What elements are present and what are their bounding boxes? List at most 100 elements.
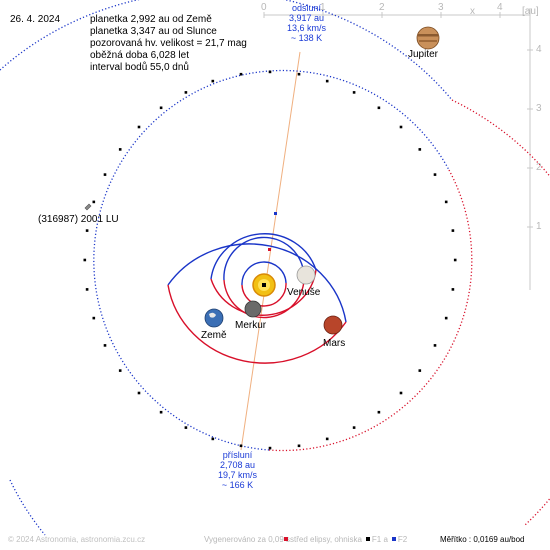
y-tick-label: 2 — [536, 162, 542, 173]
orbit-point — [418, 148, 422, 151]
orbit-point — [83, 258, 87, 262]
orbit-point — [159, 106, 163, 110]
asteroid-icon — [84, 203, 92, 211]
info-magnitude: pozorovaná hv. velikost = 21,7 mag — [90, 38, 247, 49]
info-panel: planetka 2,992 au od Země planetka 3,347… — [90, 14, 247, 74]
asteroid-orbit — [93, 69, 473, 452]
y-tick-label: 1 — [536, 221, 542, 232]
orbit-point — [352, 91, 356, 94]
orbit-point — [444, 200, 448, 204]
orbit-point — [103, 344, 107, 347]
orbit-point — [433, 173, 437, 176]
orbit-point — [433, 344, 437, 347]
orbit-point — [85, 288, 89, 291]
orbit-point — [137, 125, 141, 129]
orbit-point — [92, 316, 96, 320]
mercury-label: Merkur — [235, 320, 267, 331]
legend-center-marker — [284, 537, 288, 542]
orbit-point — [137, 391, 141, 395]
orbit-point — [377, 410, 381, 414]
legend-f2-text: F2 — [397, 535, 408, 544]
orbit-point — [268, 446, 272, 450]
aphelion-label: odsluní 3,917 au 13,6 km/s ~ 138 K — [287, 3, 326, 43]
info-distance-sun: planetka 3,347 au od Slunce — [90, 26, 217, 37]
aphelion-speed: 13,6 km/s — [287, 23, 327, 33]
scale-text: Měřítko : 0,0169 au/bod — [440, 535, 525, 544]
footer: © 2024 Astronomia, astronomia.zcu.cz Vyg… — [0, 528, 550, 550]
orbit-point — [377, 106, 381, 110]
legend-f2-marker — [391, 537, 396, 542]
orbit-point — [325, 437, 329, 441]
orbit-point — [239, 444, 243, 448]
perihelion-distance: 2,708 au — [219, 460, 256, 470]
orbit-point — [184, 91, 188, 94]
sun-icon — [252, 273, 276, 297]
legend-center-text: střed elipsy, ohniska — [290, 535, 362, 544]
x-axis-label: x — [470, 6, 475, 17]
legend-f1-text: F1 a — [371, 535, 388, 544]
orbit-point — [352, 426, 356, 429]
orbit-point — [92, 200, 96, 204]
x-tick-label: 4 — [497, 2, 503, 13]
aphelion-distance: 3,917 au — [288, 13, 325, 23]
x-tick-label: 3 — [438, 2, 444, 13]
asteroid-orbit-points — [83, 70, 457, 450]
orbit-point — [118, 148, 122, 151]
mercury-icon — [244, 300, 262, 318]
orbit-point — [451, 288, 455, 291]
orbit-point — [399, 125, 403, 129]
y-tick-label: 4 — [536, 44, 542, 55]
orbit-point — [103, 173, 107, 176]
mars-icon — [323, 315, 343, 335]
legend: střed elipsy, ohniska F1 a F2 — [284, 534, 407, 546]
generated-text: Vygenerováno za 0,09 s — [204, 535, 290, 544]
x-tick-label: 2 — [379, 2, 385, 13]
mars-label: Mars — [323, 338, 346, 349]
earth-icon — [204, 308, 224, 328]
focus-f2-marker — [274, 212, 277, 215]
y-tick-label: 3 — [536, 103, 542, 114]
asteroid-label: (316987) 2001 LU — [38, 214, 119, 225]
y-axis-label: [au] — [522, 6, 539, 17]
jupiter-label: Jupiter — [408, 49, 439, 60]
orbit-point — [268, 70, 272, 74]
aphelion-temp: ~ 138 K — [290, 33, 323, 43]
orbit-point — [211, 79, 215, 83]
legend-f1-marker — [365, 537, 370, 542]
orbit-point — [297, 72, 301, 76]
axes — [263, 8, 533, 290]
orbit-point — [418, 369, 422, 372]
orbit-point — [297, 444, 301, 448]
orbit-point — [325, 79, 329, 83]
perihelion-label: přísluní 2,708 au 19,7 km/s ~ 166 K — [218, 450, 257, 490]
info-interval: interval bodů 55,0 dnů — [90, 62, 189, 73]
orbit-point — [85, 229, 89, 232]
earth-label: Země — [201, 330, 227, 341]
orbit-point — [159, 410, 163, 414]
jupiter-icon — [416, 26, 440, 50]
orbit-point — [211, 437, 215, 441]
perihelion-speed: 19,7 km/s — [218, 470, 258, 480]
orbit-point — [451, 229, 455, 232]
venus-label: Venuše — [287, 287, 321, 298]
orbit-point — [239, 72, 243, 76]
date-label: 26. 4. 2024 — [10, 14, 61, 25]
aphelion-title: odsluní — [291, 3, 322, 13]
info-period: oběžná doba 6,028 let — [90, 50, 189, 61]
orbit-point — [453, 258, 457, 262]
x-tick-label: 1 — [320, 2, 326, 13]
jupiter-orbit — [0, 0, 550, 536]
copyright-text: © 2024 Astronomia, astronomia.zcu.cz — [8, 535, 146, 544]
info-distance-earth: planetka 2,992 au od Země — [90, 14, 212, 25]
x-tick-label: 0 — [261, 2, 267, 13]
orbit-point — [444, 316, 448, 320]
planet-orbits — [167, 233, 347, 364]
perihelion-temp: ~ 166 K — [221, 480, 254, 490]
orbit-point — [399, 391, 403, 395]
ellipse-center-marker — [268, 248, 271, 251]
perihelion-title: přísluní — [222, 450, 253, 460]
venus-icon — [296, 265, 316, 285]
orbit-point — [118, 369, 122, 372]
orbit-point — [184, 426, 188, 429]
